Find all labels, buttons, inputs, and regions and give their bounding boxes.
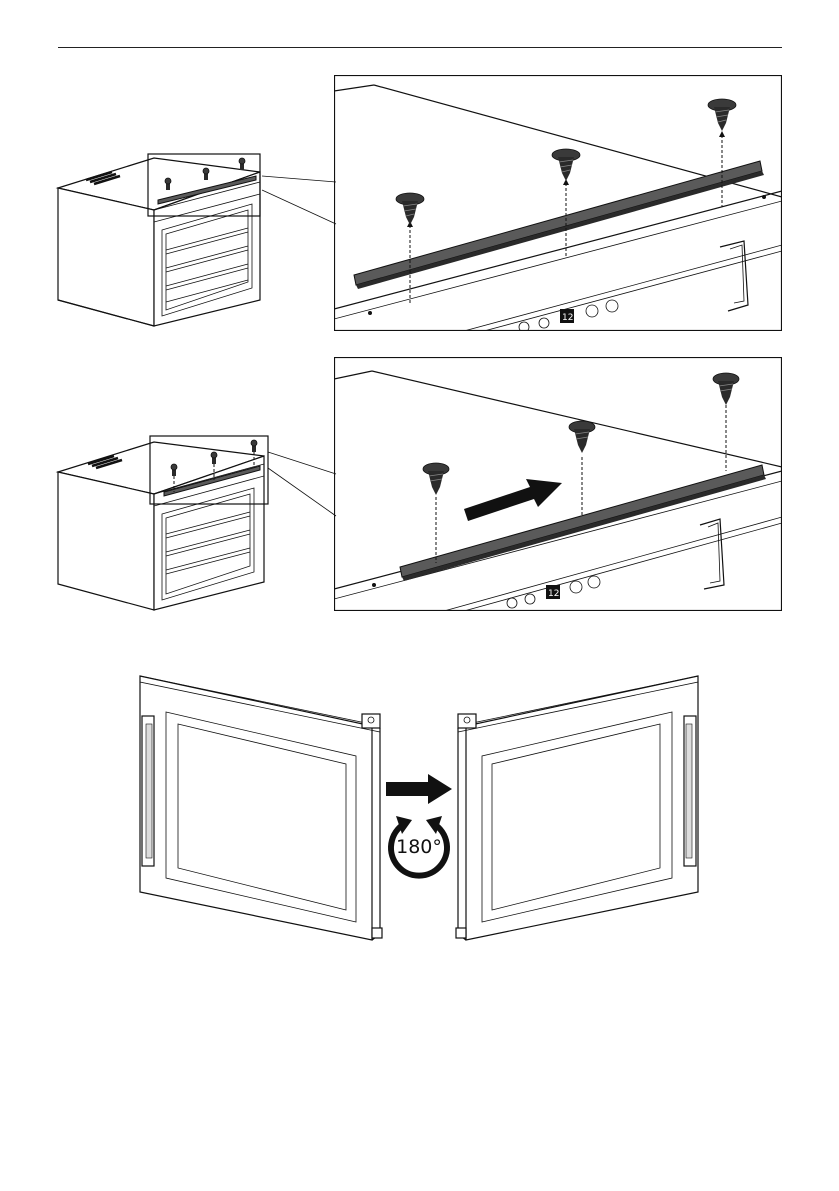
cabinet-overview-2: [54, 434, 270, 614]
detail-panel-1: 12: [334, 75, 782, 331]
callout-lines-1: [260, 170, 340, 230]
screw-icon: [423, 463, 449, 495]
arrow-right-icon: [384, 772, 456, 806]
detail-panel-2: 12: [334, 357, 782, 611]
arrow-right-icon: [464, 479, 562, 521]
temperature-display: 12: [562, 313, 573, 323]
door-right: [452, 672, 706, 946]
callout-lines-2: [266, 448, 340, 520]
screw-icon: [552, 149, 580, 181]
cabinet-overview-1: [54, 150, 270, 330]
door-left: [136, 672, 390, 946]
screw-icon: [708, 99, 736, 131]
rotation-label: 180°: [384, 836, 454, 858]
screw-icon: [713, 373, 739, 405]
temperature-display: 12: [548, 589, 559, 599]
rotate-180-icon: 180°: [384, 812, 454, 882]
screw-icon: [569, 421, 595, 453]
header-rule: [58, 47, 782, 48]
screw-icon: [396, 193, 424, 225]
